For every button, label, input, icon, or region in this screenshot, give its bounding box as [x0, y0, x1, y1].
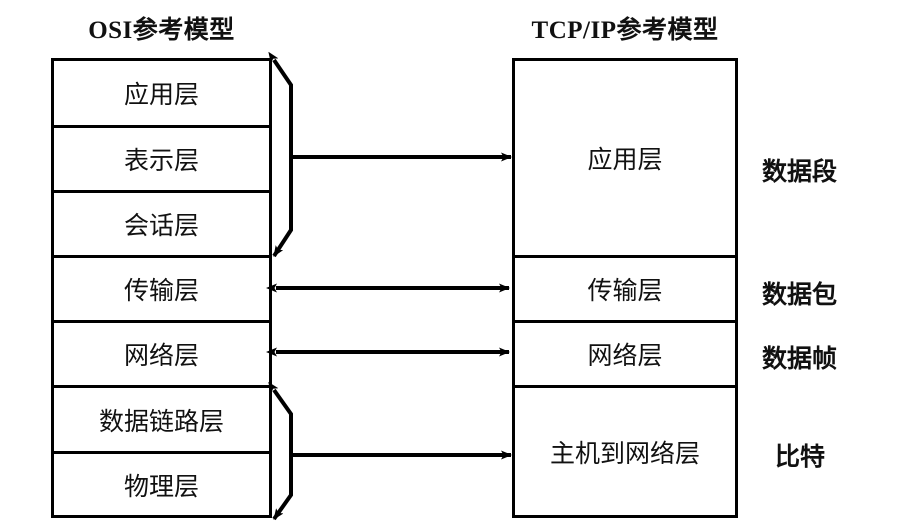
- tcpip-layer-internet-label: 网络层: [587, 343, 663, 370]
- osi-layer-stack: 应用层 表示层 会话层 传输层 网络层 数据链路层 物理层: [51, 58, 272, 518]
- data-unit-label-bit: 比特: [775, 444, 826, 471]
- osi-layer-network-label: 网络层: [123, 343, 199, 370]
- osi-layer-data-link: 数据链路层: [54, 385, 269, 451]
- osi-layer-physical: 物理层: [54, 451, 269, 515]
- osi-layer-session-label: 会话层: [123, 213, 199, 240]
- tcpip-layer-stack: 应用层 传输层 网络层 主机到网络层: [512, 58, 738, 518]
- data-unit-label-segment: 数据段: [762, 159, 838, 186]
- osi-layer-application-label: 应用层: [123, 82, 199, 109]
- tcpip-layer-transport-label: 传输层: [587, 278, 663, 305]
- osi-layer-physical-label: 物理层: [123, 473, 199, 501]
- osi-layer-presentation: 表示层: [54, 125, 269, 190]
- tcpip-layer-host-to-network: 主机到网络层: [515, 385, 735, 515]
- osi-layer-transport: 传输层: [54, 255, 269, 320]
- osi-layer-data-link-label: 数据链路层: [98, 408, 224, 436]
- brace-upper-layers: [268, 51, 293, 258]
- osi-layer-session: 会话层: [54, 190, 269, 255]
- tcpip-model-title: TCP/IP参考模型: [531, 17, 719, 44]
- tcpip-layer-internet: 网络层: [515, 320, 735, 385]
- osi-layer-presentation-label: 表示层: [123, 148, 199, 175]
- osi-layer-transport-label: 传输层: [123, 278, 199, 305]
- osi-model-title: OSI参考模型: [88, 17, 235, 44]
- osi-layer-application: 应用层: [54, 61, 269, 125]
- tcpip-layer-application: 应用层: [515, 61, 735, 255]
- data-unit-label-packet: 数据包: [762, 282, 838, 309]
- osi-layer-network: 网络层: [54, 320, 269, 385]
- data-unit-label-frame: 数据帧: [762, 346, 838, 373]
- brace-lower-layers: [268, 381, 293, 521]
- tcpip-layer-application-label: 应用层: [587, 147, 663, 174]
- tcpip-layer-transport: 传输层: [515, 255, 735, 320]
- tcpip-layer-host-to-network-label: 主机到网络层: [549, 440, 700, 468]
